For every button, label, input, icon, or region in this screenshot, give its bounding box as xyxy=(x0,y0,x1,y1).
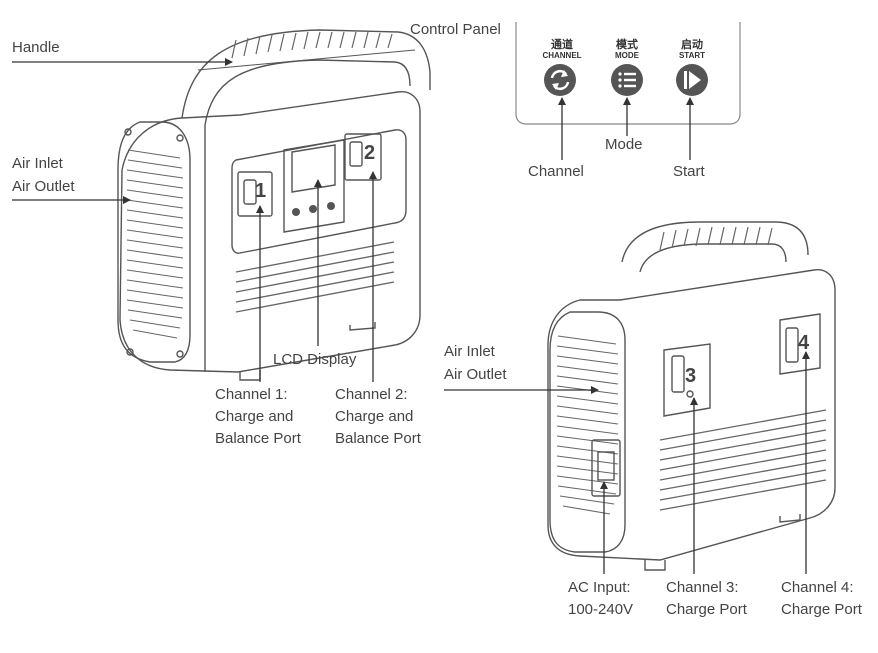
channel-3-label: Channel 3: xyxy=(666,579,739,596)
channel-2-desc-1: Charge and xyxy=(335,408,414,425)
port-3-number: 3 xyxy=(685,365,697,387)
channel-callout-label: Channel xyxy=(528,163,584,180)
mode-cn-label: 模式 xyxy=(616,38,638,51)
start-callout-label: Start xyxy=(673,163,705,180)
channel-cn-label: 通道 xyxy=(551,38,573,51)
control-panel-box xyxy=(515,22,741,125)
ac-input-label: AC Input: xyxy=(568,579,631,596)
channel-1-desc-1: Charge and xyxy=(215,408,294,425)
channel-en-label: CHANNEL xyxy=(542,51,582,60)
air-outlet-label-2: Air Outlet xyxy=(444,366,507,383)
channel-4-label: Channel 4: xyxy=(781,579,854,596)
channel-4-desc: Charge Port xyxy=(781,601,862,618)
channel-button-icon xyxy=(544,64,576,96)
ac-input-voltage: 100-240V xyxy=(568,601,634,618)
device-rear xyxy=(547,221,836,571)
channel-2-label: Channel 2: xyxy=(335,386,408,403)
channel-2-desc-2: Balance Port xyxy=(335,430,421,447)
channel-3-desc: Charge Port xyxy=(666,601,747,618)
air-inlet-label-2: Air Inlet xyxy=(444,343,495,360)
channel-1-label: Channel 1: xyxy=(215,386,288,403)
start-cn-label: 启动 xyxy=(681,38,703,51)
control-panel-label: Control Panel xyxy=(410,21,501,38)
port-1-number: 1 xyxy=(255,180,267,202)
start-en-label: START xyxy=(678,51,706,60)
lcd-display-label: LCD Display xyxy=(273,351,357,368)
air-inlet-label-1: Air Inlet xyxy=(12,155,63,172)
port-2-number: 2 xyxy=(364,142,376,164)
device-front xyxy=(117,29,431,381)
port-4-number: 4 xyxy=(798,332,810,354)
mode-en-label: MODE xyxy=(615,51,639,60)
handle-label: Handle xyxy=(12,39,60,56)
air-outlet-label-1: Air Outlet xyxy=(12,178,75,195)
channel-1-desc-2: Balance Port xyxy=(215,430,301,447)
mode-callout-label: Mode xyxy=(605,136,643,153)
